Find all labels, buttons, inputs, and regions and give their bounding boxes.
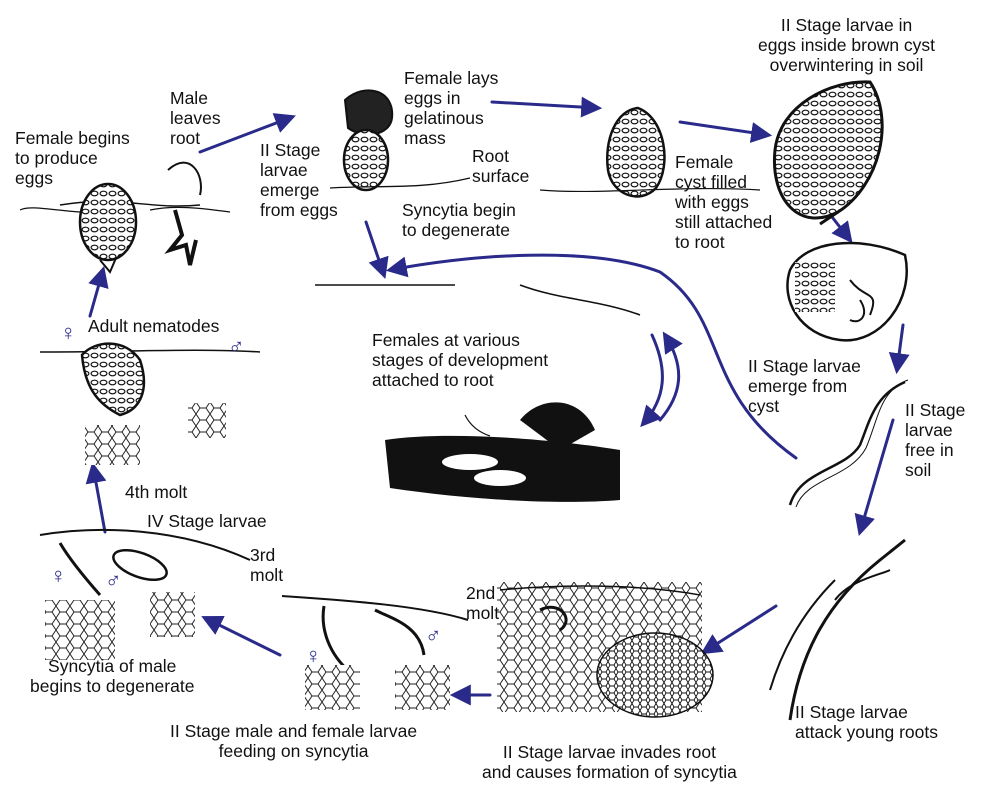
label-invades-root: II Stage larvae invades root and causes … xyxy=(482,742,737,782)
brown-cyst-overwintering xyxy=(774,82,882,224)
cyst-larvae-emerging xyxy=(787,243,906,340)
label-free-in-soil: II Stage larvae free in soil xyxy=(905,400,965,480)
label-syncytia-degenerate: Syncytia begin to degenerate xyxy=(402,200,516,240)
label-cyst-overwintering: II Stage larvae in eggs inside brown cys… xyxy=(758,15,935,75)
label-root-surface: Root surface xyxy=(472,146,529,186)
label-female-cyst: Female cyst filled with eggs still attac… xyxy=(675,152,772,252)
label-females-various: Females at various stages of development… xyxy=(372,330,548,390)
label-female-lays: Female lays eggs in gelatinous mass xyxy=(404,68,498,148)
label-third-molt: 3rd molt xyxy=(250,545,283,585)
label-iv-stage: IV Stage larvae xyxy=(147,511,267,531)
label-emerge-from-cyst: II Stage larvae emerge from cyst xyxy=(748,356,861,416)
larvae-attacking-roots xyxy=(770,540,905,720)
females-on-root-center xyxy=(315,285,640,502)
root-tissue-syncytia xyxy=(497,582,713,717)
arrow-fourth-molt-up xyxy=(93,466,105,532)
arrow-cyst-to-brown-cyst xyxy=(680,122,768,135)
arrow-female-lays-to-cyst xyxy=(492,102,598,108)
label-second-molt: 2nd molt xyxy=(466,583,499,623)
label-emerge-from-eggs: II Stage larvae emerge from eggs xyxy=(260,140,338,220)
iv-stage-larvae xyxy=(40,530,250,660)
female-symbol-feeding: ♀ xyxy=(305,645,322,667)
label-adult-nematodes: Adult nematodes xyxy=(88,316,219,336)
arrow-development-down xyxy=(643,335,662,424)
male-symbol-iv-stage: ♂ xyxy=(105,570,122,592)
arrow-to-emerge-from-cyst xyxy=(897,325,903,370)
female-symbol-iv-stage: ♀ xyxy=(50,565,67,587)
female-symbol-adult: ♀ xyxy=(60,322,77,344)
arrow-free-in-soil-down xyxy=(860,420,893,532)
label-attack-roots: II Stage larvae attack young roots xyxy=(795,702,938,742)
label-male-leaves: Male leaves root xyxy=(170,88,221,148)
arrow-to-invades-root xyxy=(704,606,776,652)
label-feeding: II Stage male and female larvae feeding … xyxy=(170,721,417,761)
female-producing-eggs xyxy=(20,184,200,272)
arrow-to-third-molt xyxy=(205,618,280,655)
male-symbol-feeding: ♂ xyxy=(425,625,442,647)
arrow-emerge-down xyxy=(366,222,384,275)
label-female-begins: Female begins to produce eggs xyxy=(15,128,130,188)
male-leaving-root xyxy=(150,163,230,265)
label-syncytia-male: Syncytia of male begins to degenerate xyxy=(30,656,194,696)
adult-nematodes xyxy=(40,344,260,465)
label-fourth-molt: 4th molt xyxy=(125,482,187,502)
male-symbol-adult: ♂ xyxy=(228,336,245,358)
arrow-adult-up xyxy=(90,270,103,316)
